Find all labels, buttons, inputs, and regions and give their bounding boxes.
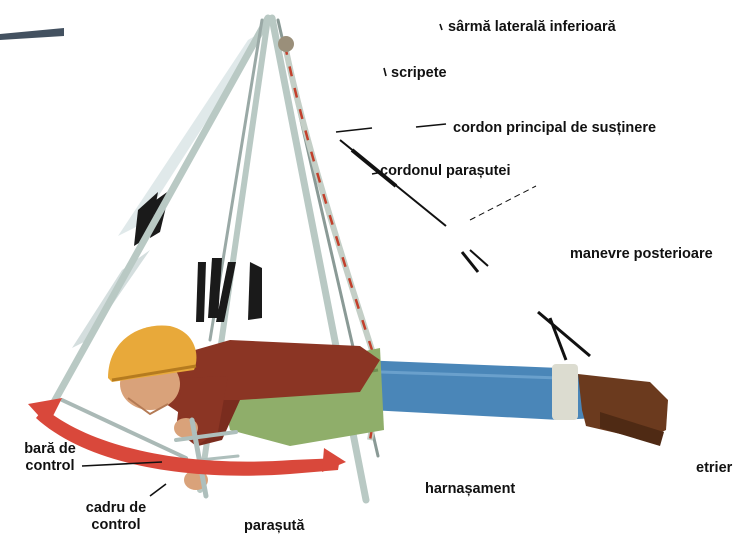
label-control-bar-line2: control xyxy=(8,458,92,475)
suspension-straps xyxy=(196,258,262,322)
label-parachute-cord: cordonul parașutei xyxy=(380,163,511,180)
label-control-bar-line1: bară de xyxy=(8,441,92,458)
label-pulleys: scripete xyxy=(391,65,447,82)
label-main-support-cord: cordon principal de susținere xyxy=(453,120,656,137)
label-rear-maneuvers: manevre posterioare xyxy=(570,246,713,263)
label-parachute: parașută xyxy=(244,518,304,535)
label-control-bar: bară de control xyxy=(8,441,92,475)
label-control-frame: cadru de control xyxy=(76,500,156,534)
label-lower-side-wire: sârmă laterală inferioară xyxy=(448,19,616,36)
label-stirrup: etrier xyxy=(696,460,732,477)
label-control-frame-line1: cadru de xyxy=(76,500,156,517)
label-harness: harnașament xyxy=(425,481,515,498)
label-control-frame-line2: control xyxy=(76,517,156,534)
